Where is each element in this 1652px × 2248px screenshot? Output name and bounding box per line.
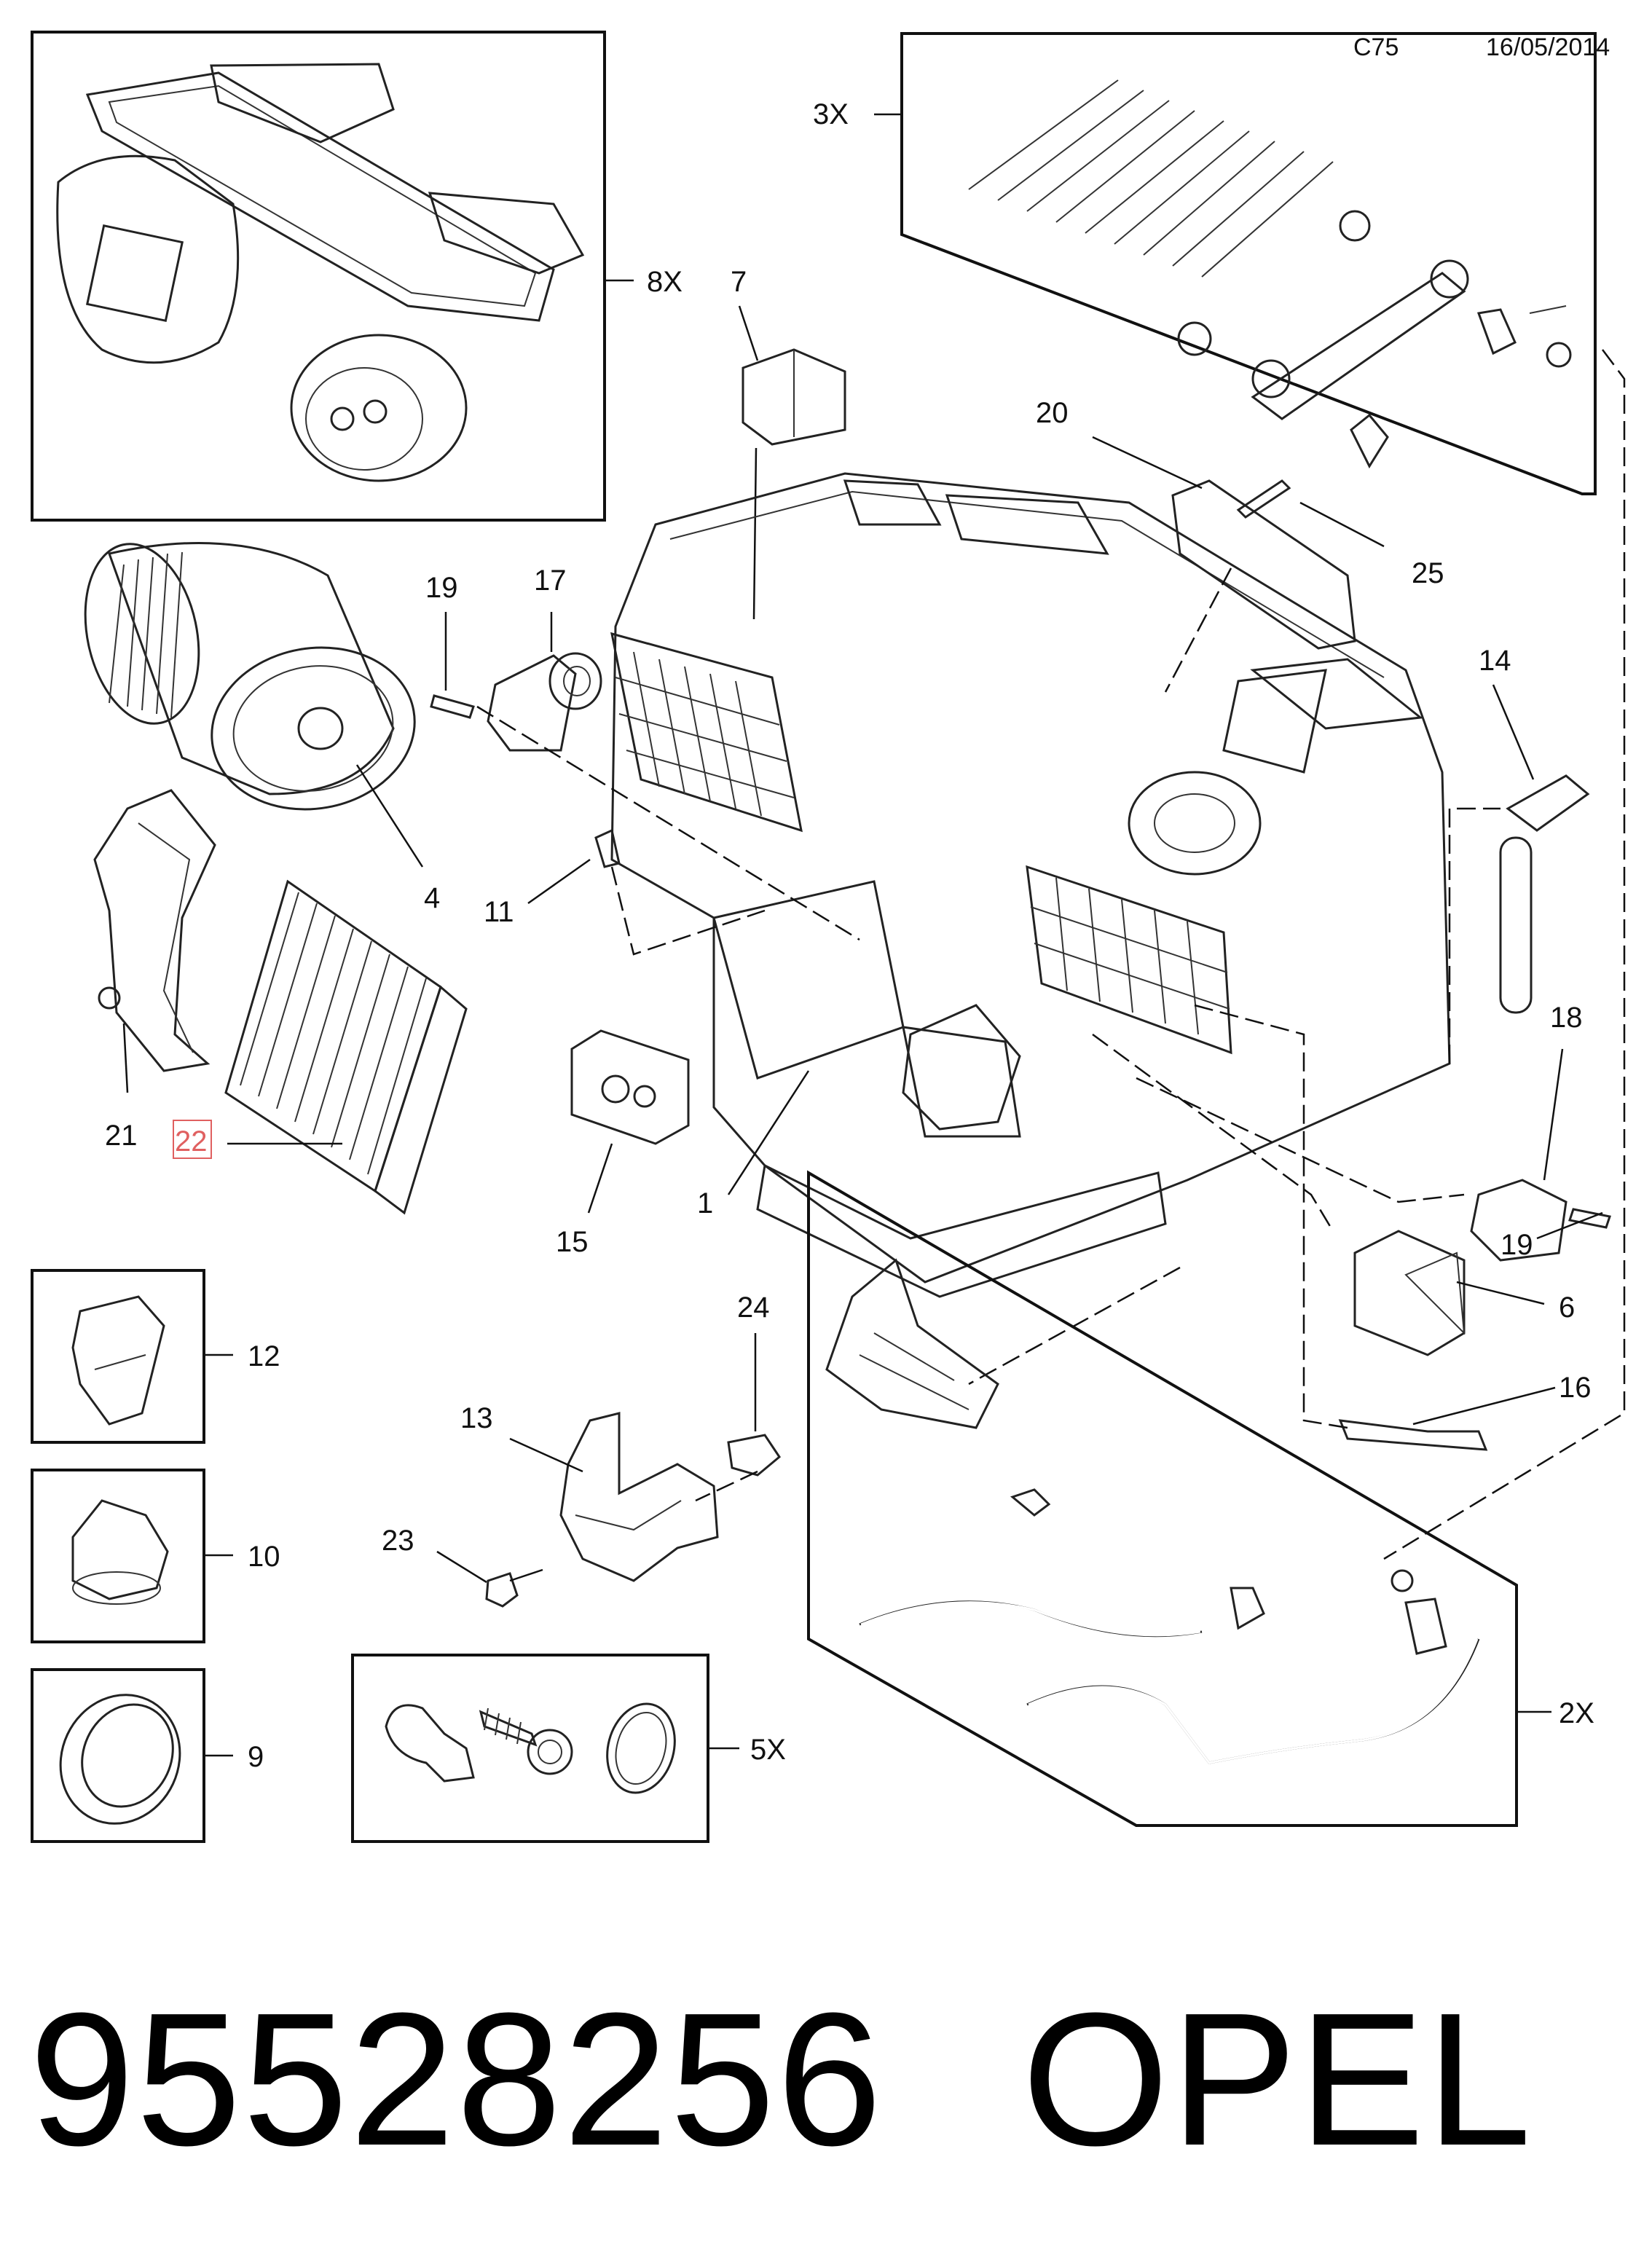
callout-22[interactable]: 22 (175, 1125, 208, 1158)
callout-8x: 8X (647, 266, 683, 298)
callout-23: 23 (382, 1525, 414, 1557)
screw-19-right (1536, 1208, 1611, 1240)
seal-box-9 (31, 1668, 233, 1843)
blower-motor (84, 542, 424, 868)
callout-6: 6 (1559, 1292, 1575, 1324)
clip-24 (695, 1333, 781, 1502)
screw-11 (527, 828, 621, 905)
callout-7: 7 (731, 266, 747, 298)
callout-13: 13 (460, 1402, 493, 1434)
duct-bracket (93, 789, 216, 1093)
callout-19-right: 19 (1500, 1229, 1533, 1261)
part-number: 95528256 (29, 1974, 884, 2185)
callout-5x: 5X (750, 1734, 786, 1766)
callout-3x: 3X (813, 98, 849, 130)
clip-box-12 (31, 1269, 233, 1444)
callout-16: 16 (1559, 1372, 1592, 1404)
callout-17: 17 (534, 565, 567, 597)
callout-19-left: 19 (425, 572, 458, 604)
hardware-kit-box (351, 1654, 739, 1843)
highlight-box-22 (173, 1120, 212, 1159)
bracket-13 (509, 1412, 719, 1582)
coolant-pipe-box (807, 1170, 1551, 1827)
callout-9: 9 (248, 1741, 264, 1773)
callout-12: 12 (248, 1340, 280, 1372)
callout-4: 4 (424, 882, 440, 914)
callout-25: 25 (1412, 557, 1444, 589)
heater-core-box (874, 32, 1597, 495)
diagram-date: 16/05/2014 (1486, 34, 1610, 61)
callout-10: 10 (248, 1541, 280, 1573)
footer: 95528256 OPEL (29, 1960, 1632, 2200)
sensor-14 (1492, 684, 1590, 1014)
cabin-filter (224, 879, 468, 1215)
callout-2x: 2X (1559, 1697, 1594, 1729)
control-module-20 (1092, 436, 1385, 693)
blower-resistor (1353, 1230, 1545, 1356)
actuator-7 (738, 305, 846, 620)
diagram-code: C75 (1353, 34, 1399, 61)
actuator-18 (1470, 1048, 1568, 1262)
screw-23 (436, 1550, 543, 1608)
callout-14: 14 (1479, 645, 1511, 677)
callout-18: 18 (1550, 1002, 1583, 1034)
seal-kit-box (31, 31, 634, 522)
callout-1: 1 (697, 1187, 713, 1219)
temp-sensor-16 (1338, 1386, 1556, 1451)
callout-11: 11 (484, 896, 514, 928)
actuator-17 (487, 612, 602, 752)
hvac-housing (610, 472, 1451, 1298)
callout-21: 21 (105, 1120, 138, 1152)
screw-19-left (430, 612, 475, 719)
callout-24: 24 (737, 1292, 770, 1324)
callout-15: 15 (556, 1226, 589, 1258)
assembly-lines (476, 349, 1626, 1560)
expansion-valve (570, 1029, 690, 1214)
callout-20: 20 (1036, 397, 1069, 429)
brand-name: OPEL (1021, 1974, 1533, 2185)
clip-box-10 (31, 1469, 233, 1643)
